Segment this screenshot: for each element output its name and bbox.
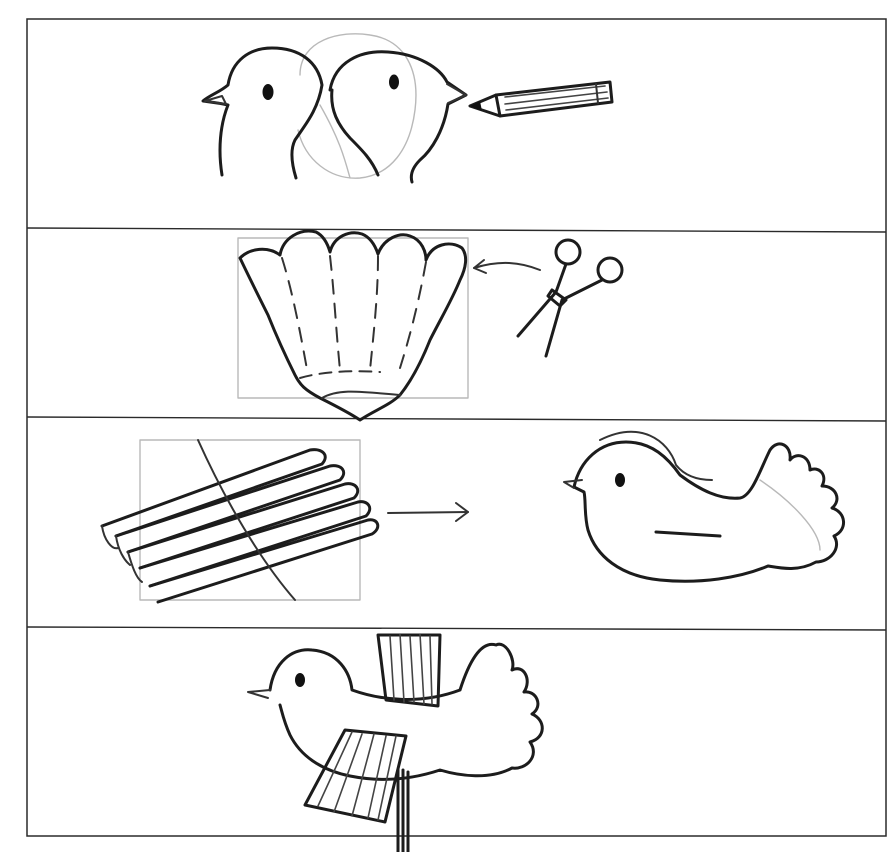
bird-template-pair <box>201 33 468 184</box>
fan-wing-template <box>237 229 469 422</box>
hanging-string <box>396 768 410 854</box>
lower-fan-wing <box>303 728 408 824</box>
arrow-icon <box>387 502 469 522</box>
scissors-icon <box>516 238 624 358</box>
step-4-panel <box>247 633 544 854</box>
cut-arrow <box>473 259 541 274</box>
panel-frame <box>26 18 887 837</box>
step-2-panel <box>237 229 624 422</box>
step-3-panel <box>100 430 845 604</box>
accordion-folded-paper <box>100 439 380 604</box>
finished-paper-bird <box>247 633 544 854</box>
pencil-icon <box>468 80 614 118</box>
upper-fan-wing <box>376 633 442 708</box>
step-1-panel <box>201 33 614 184</box>
bird-body-with-slit <box>563 430 845 583</box>
